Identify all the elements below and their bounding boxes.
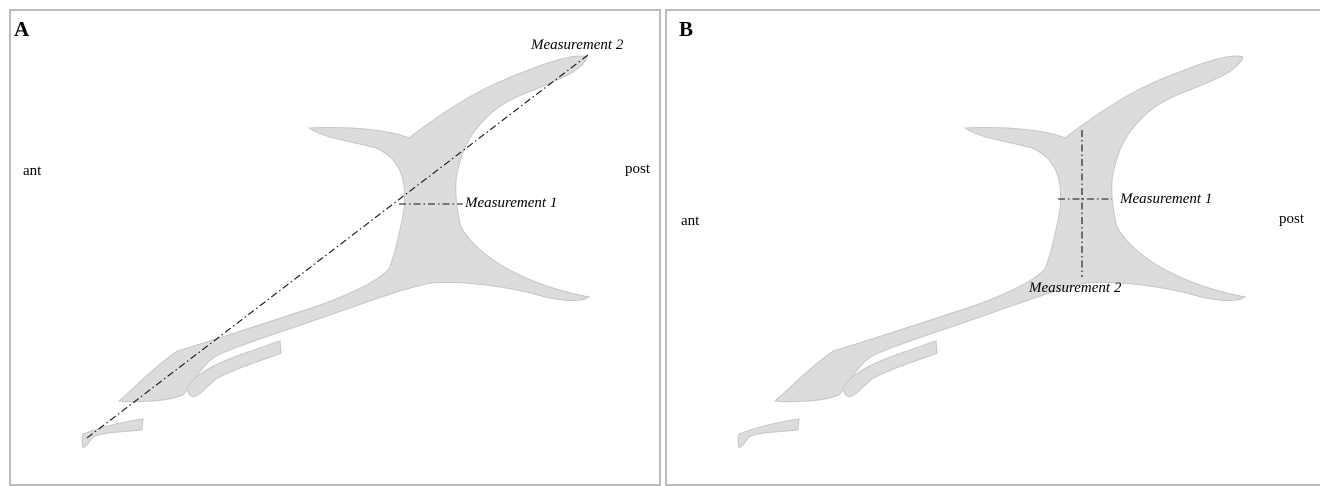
bone-outline-a	[82, 56, 589, 448]
bone-fragment-2	[738, 419, 799, 448]
posterior-label-b: post	[1279, 211, 1304, 228]
panel-b-figure	[667, 11, 1320, 486]
panel-a-label: A	[14, 17, 29, 42]
measurement-2-label-a: Measurement 2	[531, 37, 623, 54]
measurement-1-label-b: Measurement 1	[1120, 191, 1212, 208]
panel-a: A ant post Measurement 1 Measurement 2	[9, 9, 661, 486]
measurement-1-label-a: Measurement 1	[465, 195, 557, 212]
panel-a-figure	[11, 11, 661, 486]
posterior-label-a: post	[625, 161, 650, 178]
bone-fragment-2	[82, 419, 143, 448]
panel-b-label: B	[679, 17, 693, 42]
anterior-label-a: ant	[23, 163, 41, 180]
measurement-2-label-b: Measurement 2	[1029, 280, 1121, 297]
panel-b: B ant post Measurement 1 Measurement 2	[665, 9, 1320, 486]
bone-main-shape	[775, 56, 1245, 402]
bone-outline-b	[738, 56, 1245, 448]
anterior-label-b: ant	[681, 213, 699, 230]
